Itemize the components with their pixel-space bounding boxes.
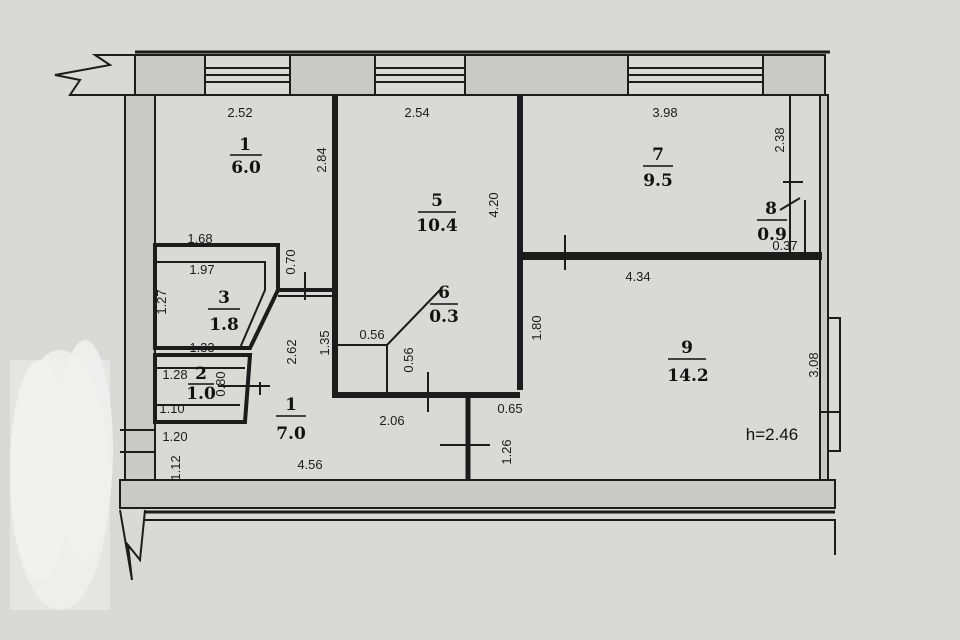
room-labels: 1 6.0 5 10.4 7 9.5 8 0.9 3 1.8 xyxy=(186,135,787,444)
dim-1-28: 1.28 xyxy=(162,367,187,382)
dim-0-65: 0.65 xyxy=(497,401,522,416)
room-7-area: 9.5 xyxy=(643,171,673,191)
room-1-number: 1 xyxy=(285,395,297,415)
room-9-area: 14.2 xyxy=(667,366,708,386)
dim-3-98: 3.98 xyxy=(652,105,677,120)
room-4-number: 1 xyxy=(239,135,251,155)
room-6-label: 6 0.3 xyxy=(429,283,459,327)
dim-0-56-horizontal: 0.56 xyxy=(359,327,384,342)
dim-1-35: 1.35 xyxy=(317,330,332,355)
room-4-area: 6.0 xyxy=(231,158,261,178)
dim-2-38: 2.38 xyxy=(772,127,787,152)
room-5-area: 10.4 xyxy=(416,216,458,236)
room-5-label: 5 10.4 xyxy=(416,191,458,236)
room-6-number: 6 xyxy=(438,283,450,303)
dim-1-80: 1.80 xyxy=(529,315,544,340)
dim-1-12: 1.12 xyxy=(168,455,183,480)
dim-1-27: 1.27 xyxy=(154,289,169,314)
dim-3-08: 3.08 xyxy=(806,352,821,377)
dim-4-20: 4.20 xyxy=(486,192,501,217)
dim-2-62: 2.62 xyxy=(284,339,299,364)
room-2-outline xyxy=(153,353,253,424)
blur-patch xyxy=(10,340,113,610)
dim-2-06: 2.06 xyxy=(379,413,404,428)
room-1-label: 1 7.0 xyxy=(276,395,306,444)
room-8-area: 0.9 xyxy=(757,225,787,245)
window-1 xyxy=(204,54,291,96)
dim-0-80: 0.80 xyxy=(213,371,228,396)
dim-2-84: 2.84 xyxy=(314,147,329,172)
dim-1-10: 1.10 xyxy=(159,401,184,416)
bottom-wall xyxy=(119,479,836,509)
dim-1-26: 1.26 xyxy=(499,439,514,464)
dimension-labels: 2.52 2.54 3.98 2.84 4.20 2.38 1.68 1.97 … xyxy=(154,105,821,481)
room-9-label: 9 14.2 xyxy=(667,338,708,386)
room-3-area: 1.8 xyxy=(209,315,239,335)
dim-0-56-vertical: 0.56 xyxy=(401,347,416,372)
dim-1-20: 1.20 xyxy=(162,429,187,444)
dim-1-68: 1.68 xyxy=(187,231,212,246)
right-wall xyxy=(819,94,829,481)
room-3-label: 3 1.8 xyxy=(208,288,240,335)
room-6-area: 0.3 xyxy=(429,307,459,327)
dim-4-56: 4.56 xyxy=(297,457,322,472)
dim-0-37: 0.37 xyxy=(772,238,797,253)
room-2-label: 2 1.0 xyxy=(186,364,216,404)
dim-2-52: 2.52 xyxy=(227,105,252,120)
left-exterior-wall xyxy=(124,94,156,481)
room-8-number: 8 xyxy=(765,199,777,219)
dim-4-34: 4.34 xyxy=(625,269,650,284)
window-2 xyxy=(374,54,466,96)
room-1-area: 7.0 xyxy=(276,424,306,444)
room-9-number: 9 xyxy=(681,338,693,358)
dim-1-33: 1.33 xyxy=(189,340,214,355)
room-3-number: 3 xyxy=(218,288,230,308)
walls xyxy=(54,50,841,581)
room-5-number: 5 xyxy=(431,191,443,211)
room-2-area: 1.0 xyxy=(186,384,216,404)
room-4-label: 1 6.0 xyxy=(230,135,262,178)
closet-6 xyxy=(334,344,388,396)
wall-break-top-left xyxy=(54,54,135,96)
dim-1-97: 1.97 xyxy=(189,262,214,277)
dim-0-70: 0.70 xyxy=(283,249,298,274)
room-7-label: 7 9.5 xyxy=(643,145,673,191)
room-8-label: 8 0.9 xyxy=(757,199,787,245)
window-right xyxy=(827,317,841,452)
window-3 xyxy=(627,54,764,96)
room-2-number: 2 xyxy=(195,364,207,384)
room-7-number: 7 xyxy=(652,145,664,165)
dim-2-54: 2.54 xyxy=(404,105,429,120)
ceiling-height: h=2.46 xyxy=(746,425,798,444)
